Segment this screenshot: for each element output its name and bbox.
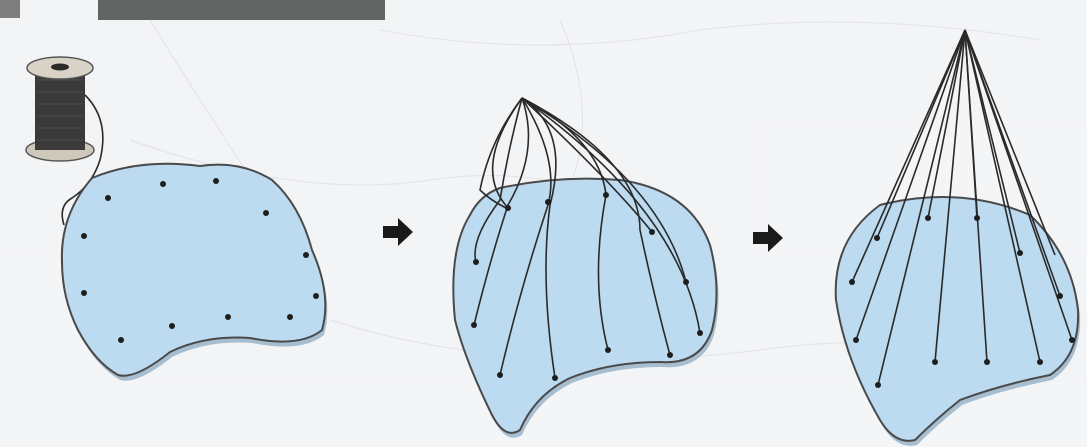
- thread-spool-icon: [26, 57, 94, 161]
